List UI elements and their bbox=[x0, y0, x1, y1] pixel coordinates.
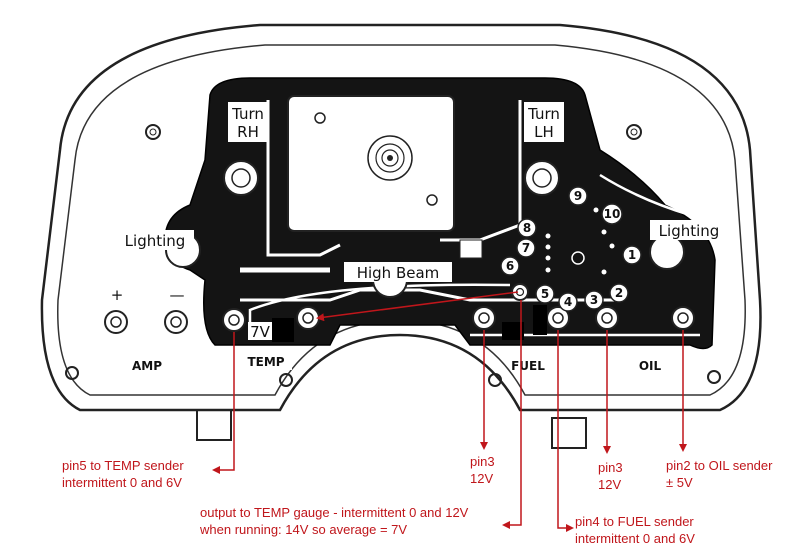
arrow-temp-gauge-output bbox=[502, 300, 522, 529]
pin-8: 8 bbox=[517, 218, 537, 238]
lighting-left-label: Lighting bbox=[125, 232, 186, 250]
oil-label: OIL bbox=[639, 359, 662, 373]
pin-7: 7 bbox=[516, 238, 536, 258]
svg-text:2: 2 bbox=[615, 286, 623, 300]
turn-rh-label-line1: Turn bbox=[231, 105, 264, 123]
svg-text:8: 8 bbox=[523, 221, 531, 235]
pin-3: 3 bbox=[584, 290, 604, 310]
amp-minus-label: — bbox=[170, 286, 185, 304]
arrow-temp-sender bbox=[212, 332, 235, 474]
pin3-right-note-line2: 12V bbox=[598, 477, 621, 492]
connector-pins: 1 2 3 4 5 6 7 8 9 10 bbox=[500, 186, 642, 312]
pin-4: 4 bbox=[558, 292, 578, 312]
turn-lh-bulb-socket bbox=[524, 160, 560, 196]
temp-sender-note-line1: pin5 to TEMP sender bbox=[62, 458, 184, 473]
pin-9: 9 bbox=[568, 186, 588, 206]
lighting-right-bulb-socket bbox=[649, 234, 685, 270]
pin3-left-note-line1: pin3 bbox=[470, 454, 495, 469]
pin-5: 5 bbox=[535, 284, 555, 304]
amp-terminals bbox=[104, 310, 188, 334]
lighting-right-label: Lighting bbox=[659, 222, 720, 240]
mount-tab-right bbox=[551, 417, 587, 449]
svg-text:3: 3 bbox=[590, 293, 598, 307]
turn-rh-label-line2: RH bbox=[237, 123, 259, 141]
pin3-right-note-line1: pin3 bbox=[598, 460, 623, 475]
pin-1: 1 bbox=[622, 245, 642, 265]
screw-bottom-right bbox=[707, 370, 721, 384]
turn-lh-label-line1: Turn bbox=[527, 105, 560, 123]
pin3-left-note-line2: 12V bbox=[470, 471, 493, 486]
oil-sender-note-line1: pin2 to OIL sender bbox=[666, 458, 773, 473]
svg-text:6: 6 bbox=[506, 259, 514, 273]
annotation-arrows bbox=[212, 291, 687, 532]
svg-text:7: 7 bbox=[522, 241, 530, 255]
terminal-posts bbox=[222, 283, 695, 332]
speedo-window bbox=[287, 95, 455, 232]
fuel-sender-note-line2: intermittent 0 and 6V bbox=[575, 531, 695, 546]
arrow-pin5-to-temp-gauge bbox=[316, 291, 519, 322]
svg-text:1: 1 bbox=[628, 248, 636, 262]
housing bbox=[40, 23, 762, 449]
screw-top-right bbox=[626, 124, 642, 140]
seven-volt-label: 7V bbox=[250, 323, 271, 341]
amp-label: AMP bbox=[132, 359, 162, 373]
svg-text:10: 10 bbox=[604, 207, 621, 221]
temp-gauge-note-line2: when running: 14V so average = 7V bbox=[199, 522, 407, 537]
svg-text:4: 4 bbox=[564, 295, 572, 309]
arrow-fuel-sender bbox=[557, 330, 574, 532]
screw-bottom-left bbox=[65, 366, 79, 380]
svg-text:5: 5 bbox=[541, 287, 549, 301]
temp-gauge-note-line1: output to TEMP gauge - intermittent 0 an… bbox=[200, 505, 469, 520]
turn-rh-bulb-socket bbox=[223, 160, 259, 196]
temp-sender-note-line2: intermittent 0 and 6V bbox=[62, 475, 182, 490]
oil-sender-note-line2: ± 5V bbox=[666, 475, 693, 490]
mount-tab-left bbox=[196, 409, 232, 441]
pin-6: 6 bbox=[500, 256, 520, 276]
board-labels: Turn RH Turn LH Lighting Lighting High B… bbox=[106, 102, 728, 374]
pin-10: 10 bbox=[601, 203, 623, 225]
high-beam-label: High Beam bbox=[357, 264, 440, 282]
fuel-label: FUEL bbox=[511, 359, 545, 373]
screw-top-left bbox=[145, 124, 161, 140]
circuit-board bbox=[164, 77, 716, 350]
turn-lh-label-line2: LH bbox=[534, 123, 554, 141]
svg-text:9: 9 bbox=[574, 189, 582, 203]
annotations: pin5 to TEMP sender intermittent 0 and 6… bbox=[62, 454, 773, 546]
amp-plus-label: + bbox=[111, 286, 124, 304]
pin-2: 2 bbox=[609, 283, 629, 303]
fuel-sender-note-line1: pin4 to FUEL sender bbox=[575, 514, 694, 529]
temp-label: TEMP bbox=[247, 355, 284, 369]
